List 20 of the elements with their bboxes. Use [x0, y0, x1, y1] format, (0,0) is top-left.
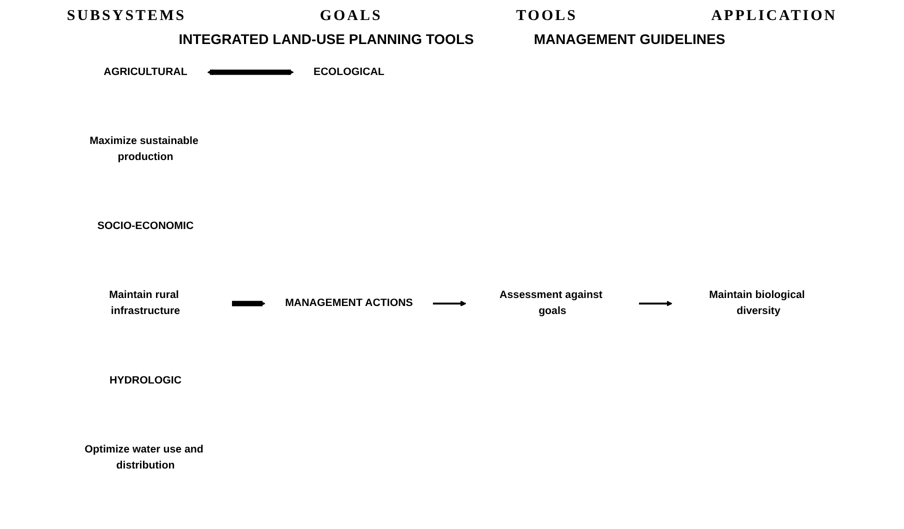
node-text: AGRICULTURAL — [104, 66, 188, 78]
tool-label: MANAGEMENT GUIDELINES — [534, 31, 726, 47]
node-text: Maintain rural infrastructure — [109, 290, 180, 317]
arrow — [432, 300, 466, 306]
arrow — [232, 300, 266, 306]
arrow — [207, 69, 294, 76]
node-text: MANAGEMENT ACTIONS — [285, 298, 413, 309]
node-text: ECOLOGICAL — [314, 66, 384, 78]
node-text: HYDROLOGIC — [109, 374, 182, 386]
node-text: Optimize water use and distribution — [84, 444, 204, 472]
node-text: Maintain biological diversity — [709, 290, 805, 317]
column-heading: TOOLS — [516, 8, 578, 25]
node-text: Maximize sustainable production — [90, 135, 198, 163]
column-heading: APPLICATION — [711, 8, 838, 25]
column-heading: SUBSYSTEMS — [66, 8, 186, 25]
tool-label: INTEGRATED LAND-USE PLANNING TOOLS — [178, 31, 474, 47]
column-heading: GOALS — [320, 8, 382, 25]
arrow — [638, 300, 672, 306]
node-text: Assessment against goals — [500, 290, 602, 317]
node-text: SOCIO-ECONOMIC — [97, 220, 194, 232]
